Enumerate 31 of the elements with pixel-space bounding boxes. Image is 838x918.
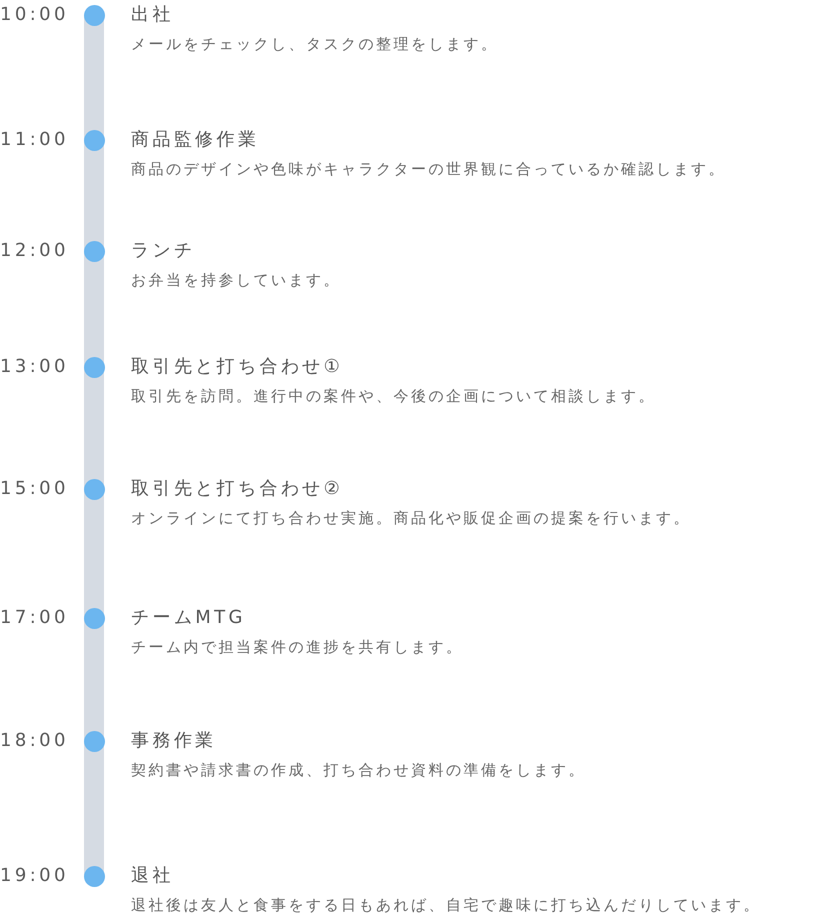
- event-title: 退社: [131, 864, 174, 888]
- timeline-line: [84, 490, 104, 618]
- time-label: 11:00: [0, 128, 69, 152]
- event-title: 取引先と打ち合わせ②: [131, 477, 344, 501]
- timeline-line: [84, 368, 104, 488]
- event-title: ランチ: [131, 239, 196, 263]
- event-title: 事務作業: [131, 729, 217, 753]
- event-description: オンラインにて打ち合わせ実施。商品化や販促企画の提案を行います。: [131, 508, 691, 528]
- time-label: 13:00: [0, 355, 69, 379]
- event-description: お弁当を持参しています。: [131, 270, 341, 290]
- time-label: 15:00: [0, 477, 69, 501]
- timeline-line: [84, 742, 104, 876]
- event-title: 出社: [131, 3, 174, 27]
- event-description: 契約書や請求書の作成、打ち合わせ資料の準備をします。: [131, 760, 586, 780]
- event-description: チーム内で担当案件の進捗を共有します。: [131, 637, 464, 657]
- time-label: 18:00: [0, 729, 69, 753]
- timeline-line: [84, 618, 104, 740]
- time-label: 19:00: [0, 864, 69, 888]
- event-title: 商品監修作業: [131, 128, 260, 152]
- timeline-dot: [84, 4, 104, 26]
- event-description: 取引先を訪問。進行中の案件や、今後の企画について相談します。: [131, 386, 656, 406]
- timeline-line: [84, 16, 104, 140]
- event-description: 退社後は友人と食事をする日もあれば、自宅で趣味に打ち込んだりしています。: [131, 895, 761, 915]
- time-label: 10:00: [0, 3, 69, 27]
- event-title: 取引先と打ち合わせ①: [131, 355, 344, 379]
- time-label: 12:00: [0, 239, 69, 263]
- event-title: チームMTG: [131, 606, 246, 630]
- timeline-line: [84, 140, 104, 250]
- event-description: 商品のデザインや色味がキャラクターの世界観に合っているか確認します。: [131, 159, 726, 179]
- event-description: メールをチェックし、タスクの整理をします。: [131, 34, 498, 54]
- time-label: 17:00: [0, 606, 69, 630]
